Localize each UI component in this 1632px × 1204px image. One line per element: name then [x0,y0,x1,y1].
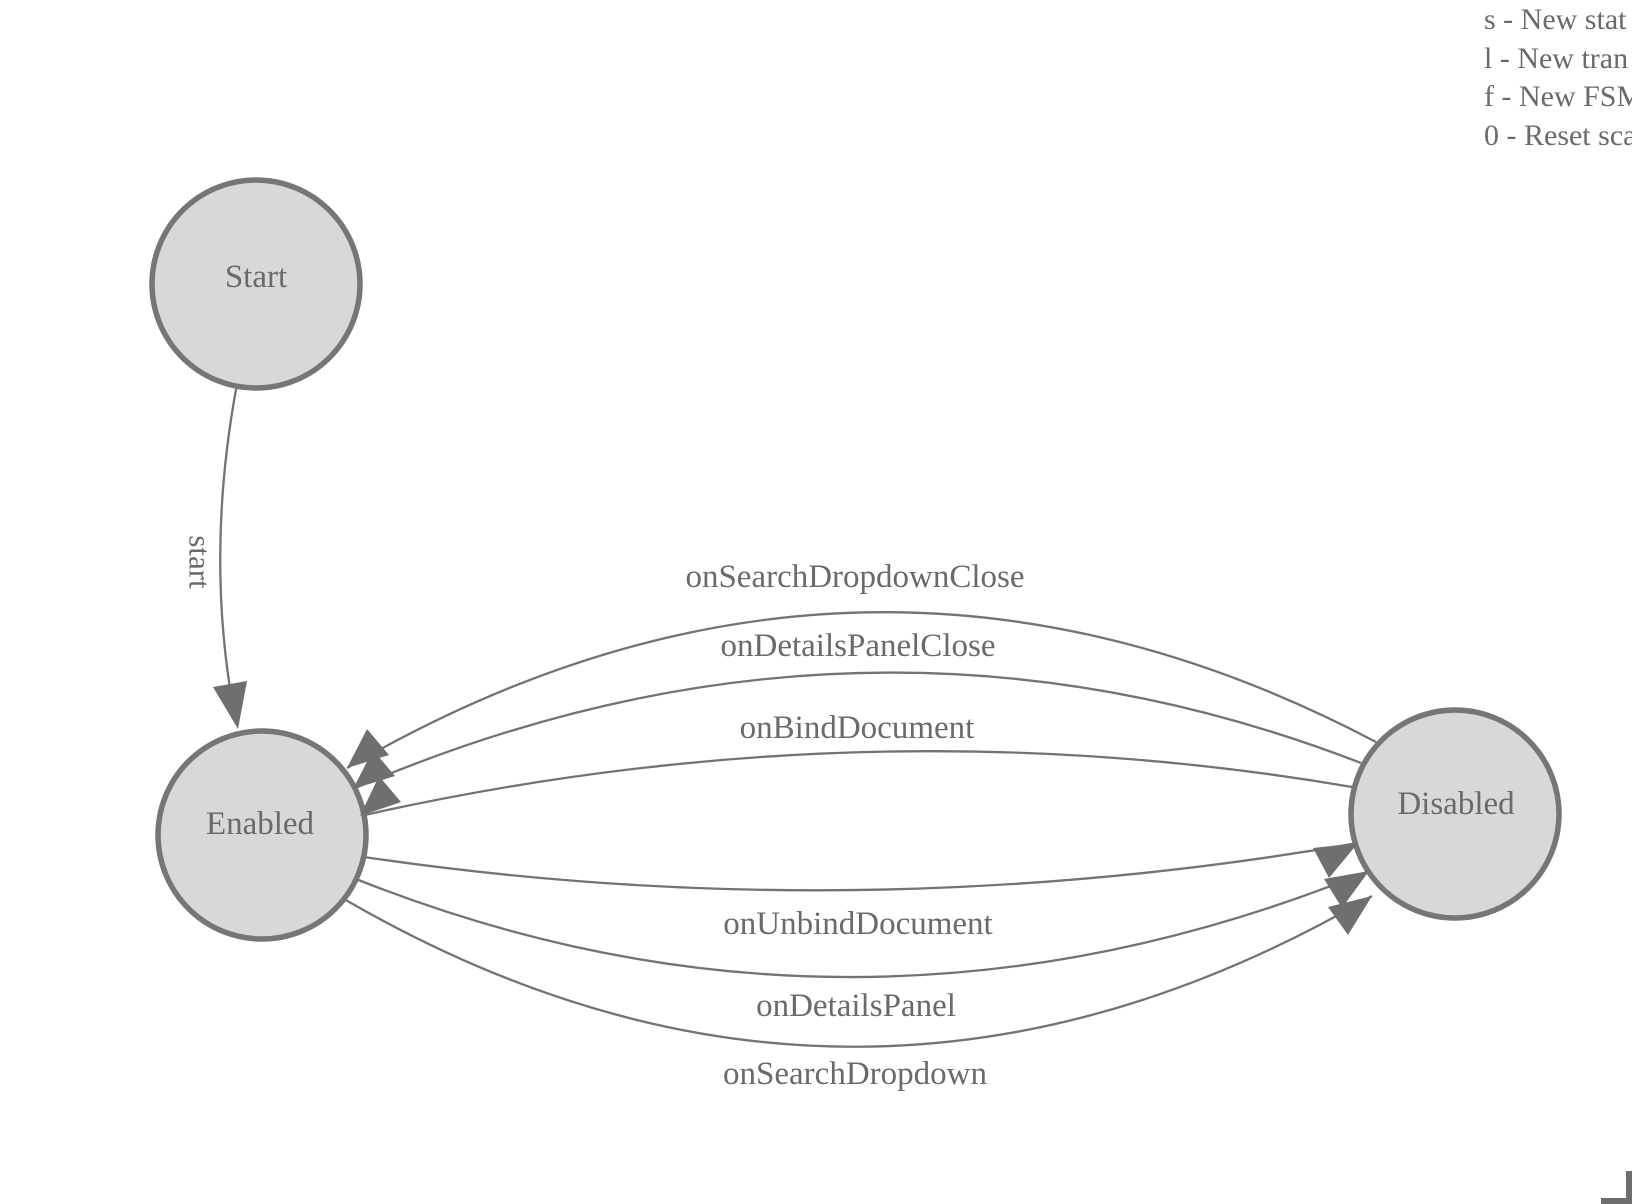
state-disabled-circle[interactable] [1348,707,1562,921]
state-enabled-circle[interactable] [155,728,369,942]
label-onUnbindDocument[interactable]: onUnbindDocument [723,906,992,942]
label-onSearchDropdown[interactable]: onSearchDropdown [723,1056,987,1092]
state-start: Start [149,177,363,391]
legend-line-reset: 0 - Reset sca [1484,118,1632,152]
arrowhead-onSearchDropdown [1328,896,1372,935]
transition-edges [219,383,1377,1048]
canvas-corner-vertical [1626,1171,1632,1204]
transition-labels: start onSearchDropdownClose onDetailsPan… [183,535,1025,1092]
shortcuts-legend: s - New stat l - New tran f - New FSM 0 … [1484,1,1632,155]
arrowhead-onDetailsPanelClose [353,750,395,789]
legend-line-new-state: s - New stat [1484,3,1627,36]
state-enabled-label: Enabled [206,806,315,842]
arrowhead-start [213,681,247,729]
label-onDetailsPanelClose[interactable]: onDetailsPanelClose [721,628,996,664]
legend-line-new-transition: l - New tran [1484,41,1629,75]
edge-onBindDocument[interactable] [359,750,1353,818]
state-enabled: Enabled [155,728,369,942]
label-onDetailsPanel[interactable]: onDetailsPanel [756,988,956,1024]
legend-line-new-fsm: f - New FSM [1484,80,1632,113]
arrowheads [213,681,1372,935]
edge-onDetailsPanel[interactable] [355,869,1370,979]
arrowhead-onBindDocument [360,776,401,816]
arrowhead-onDetailsPanel [1324,871,1369,908]
label-start[interactable]: start [183,535,218,589]
state-disabled: Disabled [1348,707,1562,921]
canvas-corner-horizontal [1601,1198,1632,1204]
edge-onSearchDropdown[interactable] [343,895,1373,1048]
edge-onSearchDropdownClose[interactable] [346,611,1377,769]
state-disabled-label: Disabled [1397,786,1515,822]
state-start-label: Start [225,259,287,295]
edge-onUnbindDocument[interactable] [363,841,1359,892]
arrowhead-onUnbindDocument [1313,843,1358,878]
state-start-circle[interactable] [149,177,363,391]
label-onSearchDropdownClose[interactable]: onSearchDropdownClose [685,559,1024,595]
label-onBindDocument[interactable]: onBindDocument [740,710,975,746]
edge-onDetailsPanelClose[interactable] [352,671,1362,791]
edge-start[interactable] [219,383,239,713]
